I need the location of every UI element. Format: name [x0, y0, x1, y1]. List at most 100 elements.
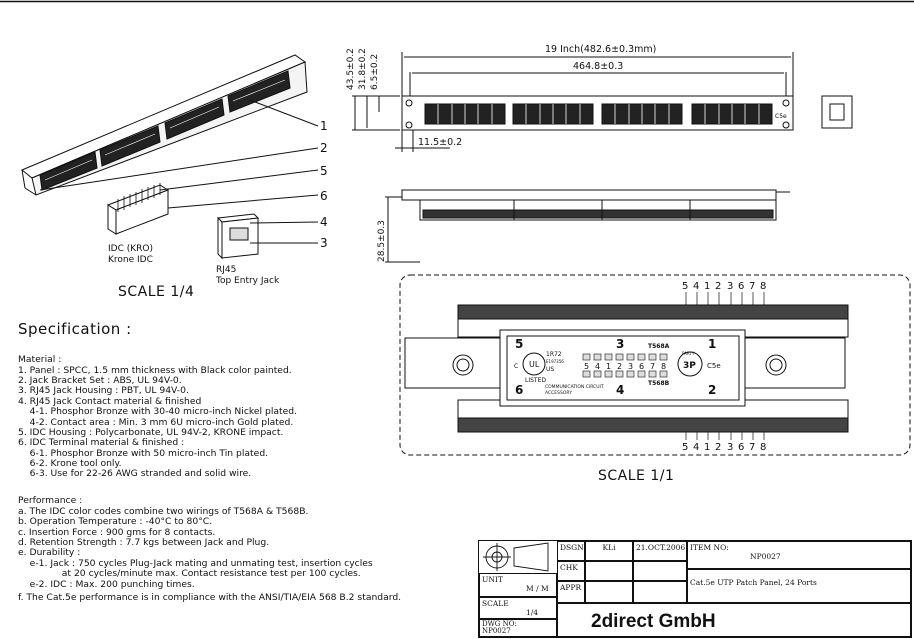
- port-bottom-right: 2: [708, 383, 716, 397]
- idc-block: [106, 169, 319, 235]
- pin-top-3: 1: [704, 281, 710, 292]
- dim-depth-b: 6.5±0.2: [370, 54, 380, 90]
- wiring-a-label: T568A: [648, 343, 670, 350]
- performance-line: Performance :: [18, 495, 83, 506]
- comm-circuit-2: ACCESSORY: [545, 390, 572, 396]
- pin-top-2: 4: [693, 281, 699, 292]
- rj45-label-1: RJ45: [216, 265, 236, 275]
- material-line: 4. RJ45 Jack Contact material & finished: [18, 396, 202, 407]
- projection-symbol: [483, 542, 549, 572]
- callout-6: 6: [320, 189, 328, 203]
- pin-order-bottom: 5 4 1 2 3 6 7 8: [682, 442, 766, 453]
- rj45-jack: [216, 213, 319, 260]
- module-detail: [399, 274, 911, 456]
- callout-2: 2: [320, 141, 328, 155]
- item-label: ITEM NO:: [690, 543, 729, 552]
- front-view: [352, 52, 853, 152]
- badge-ring: PARTY: [682, 351, 695, 356]
- ul-c: C: [514, 363, 518, 370]
- badge-3p: 3P: [683, 361, 696, 371]
- pin-row-4: 2: [617, 362, 622, 371]
- pin-top-5: 3: [727, 281, 733, 292]
- unit-cell: UNIT M / M: [479, 573, 557, 597]
- performance-line: e-2. IDC : Max. 200 punching times.: [18, 579, 195, 590]
- dim-mount-spacing: 464.8±0.3: [573, 61, 623, 72]
- scale-full-label: SCALE 1/1: [598, 468, 675, 484]
- performance-line: e-1. Jack : 750 cycles Plug-Jack mating …: [18, 558, 373, 569]
- dsgn-label: DSGN: [557, 541, 585, 561]
- ul-listed: LISTED: [525, 377, 546, 384]
- callout-1: 1: [320, 119, 328, 133]
- ul-file: E197356: [546, 359, 564, 364]
- date-cell: 21.OCT.2006: [633, 541, 687, 561]
- pin-bottom-3: 1: [704, 442, 710, 453]
- dim-panel-depth: 28.5±0.3: [377, 220, 387, 262]
- pin-top-6: 6: [738, 281, 744, 292]
- callout-3: 3: [320, 236, 328, 250]
- scale-label: SCALE: [482, 599, 509, 608]
- performance-line: at 20 cycles/minute max. Contact resista…: [18, 568, 361, 579]
- material-line: 2. Jack Bracket Set : ABS, UL 94V-0.: [18, 375, 182, 386]
- chk-value: [585, 561, 633, 581]
- scale-quarter-label: SCALE 1/4: [118, 284, 195, 300]
- material-line: 5. IDC Housing : Polycarbonate, UL 94V-2…: [18, 427, 284, 438]
- pin-bottom-6: 6: [738, 442, 744, 453]
- idc-label-1: IDC (KRO): [108, 244, 153, 254]
- dwg-label: DWG NO:: [482, 620, 517, 628]
- port-top-left: 5: [515, 337, 523, 351]
- pin-row-1: 5: [584, 362, 589, 371]
- description-text: Cat.5e UTP Patch Panel, 24 Ports: [690, 578, 817, 587]
- company-name: 2direct GmbH: [591, 611, 716, 632]
- performance-line: e. Durability :: [18, 547, 81, 558]
- material-line: 4-2. Contact area : Min. 3 mm 6U micro-i…: [18, 417, 294, 428]
- callout-4: 4: [320, 215, 328, 229]
- port-bottom-left: 6: [515, 383, 523, 397]
- ul-mark: UL: [529, 360, 540, 369]
- pin-bottom-2: 4: [693, 442, 699, 453]
- pin-row-2: 4: [595, 362, 600, 371]
- pin-row-3: 1: [606, 362, 611, 371]
- unit-value: M / M: [526, 584, 549, 593]
- appr-value: [585, 581, 633, 603]
- pin-row-5: 3: [628, 362, 633, 371]
- dim-height: 43.5±0.2: [346, 48, 356, 90]
- performance-line: a. The IDC color codes combine two wirin…: [18, 506, 309, 517]
- pin-bottom-7: 7: [749, 442, 755, 453]
- comm-circuit-1: COMMUNICATION CIRCUIT: [545, 384, 604, 390]
- pin-bottom-1: 5: [682, 442, 688, 453]
- dim-depth-a: 31.8±0.2: [358, 48, 368, 90]
- appr-date: [633, 581, 687, 603]
- material-line: 3. RJ45 Jack Housing : PBT, UL 94V-0.: [18, 385, 189, 396]
- port-top-mid: 3: [616, 337, 624, 351]
- performance-line: c. Insertion Force : 900 gms for 8 conta…: [18, 527, 216, 538]
- performance-line: d. Retention Strength : 7.7 kgs between …: [18, 537, 270, 548]
- port-top-right: 1: [708, 337, 716, 351]
- scale-cell: SCALE 1/4: [479, 597, 557, 619]
- chk-date: [633, 561, 687, 581]
- company-cell: [557, 603, 911, 637]
- module-cat: C5e: [707, 362, 721, 370]
- material-line: 6-2. Krone tool only.: [18, 458, 122, 469]
- pin-row-8: 8: [661, 362, 666, 371]
- top-view: [385, 189, 790, 263]
- ul-code: 1R72: [546, 351, 562, 358]
- scale-value: 1/4: [526, 608, 539, 617]
- performance-line: f. The Cat.5e performance is in complian…: [18, 592, 402, 603]
- description-cell: Cat.5e UTP Patch Panel, 24 Ports: [687, 569, 911, 603]
- item-cell: ITEM NO: NP0027: [687, 541, 911, 569]
- wiring-b-label: T568B: [648, 380, 670, 387]
- material-line: 1. Panel : SPCC, 1.5 mm thickness with B…: [18, 365, 292, 376]
- material-line: 6. IDC Terminal material & finished :: [18, 437, 185, 448]
- front-panel-badge: C5e: [775, 113, 787, 120]
- pin-top-8: 8: [760, 281, 766, 292]
- pin-order-top: 5 4 1 2 3 6 7 8: [682, 281, 766, 292]
- pin-bottom-4: 2: [715, 442, 721, 453]
- pin-bottom-8: 8: [760, 442, 766, 453]
- dim-hole: 11.5±0.2: [418, 137, 462, 148]
- pin-row-7: 7: [650, 362, 655, 371]
- ul-us: US: [546, 366, 554, 373]
- pin-top-1: 5: [682, 281, 688, 292]
- title-block: UNIT M / M SCALE 1/4 DWG NO: NP0027 DSGN…: [478, 540, 912, 638]
- dsgn-value: KLi: [585, 541, 633, 561]
